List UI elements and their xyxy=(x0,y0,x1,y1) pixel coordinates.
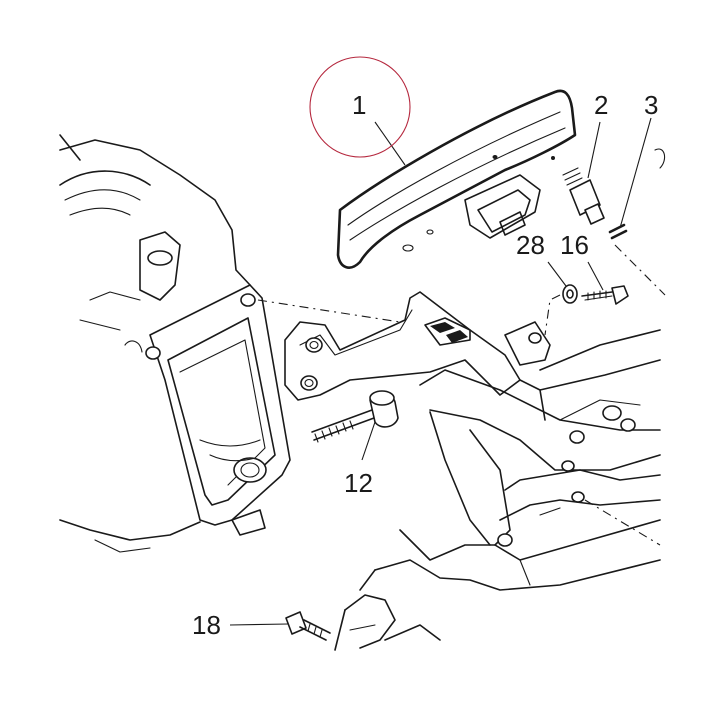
instrument-bracket xyxy=(257,291,551,401)
bolt-part-12 xyxy=(311,390,399,443)
washer-part-28 xyxy=(562,284,578,304)
callout-labels: 1 2 3 28 16 12 18 xyxy=(192,90,658,640)
headstock-lug xyxy=(124,284,291,536)
leader-lines xyxy=(229,117,652,626)
screw-part-3 xyxy=(608,223,666,296)
bolt-part-16 xyxy=(544,285,629,336)
callout-3: 3 xyxy=(644,90,658,120)
callout-12: 12 xyxy=(344,468,373,498)
callout-28: 28 xyxy=(516,230,545,260)
instrument-cluster xyxy=(336,89,577,269)
frame-headstock xyxy=(59,134,251,553)
callout-highlight-circle xyxy=(309,56,411,158)
callout-18: 18 xyxy=(192,610,221,640)
callout-1: 1 xyxy=(352,90,366,120)
callout-2: 2 xyxy=(594,90,608,120)
grommet-spacer xyxy=(562,167,605,225)
frame-lower-rails xyxy=(334,519,661,651)
callout-16: 16 xyxy=(560,230,589,260)
bolt-part-18 xyxy=(285,611,331,641)
frame-right xyxy=(419,148,666,546)
